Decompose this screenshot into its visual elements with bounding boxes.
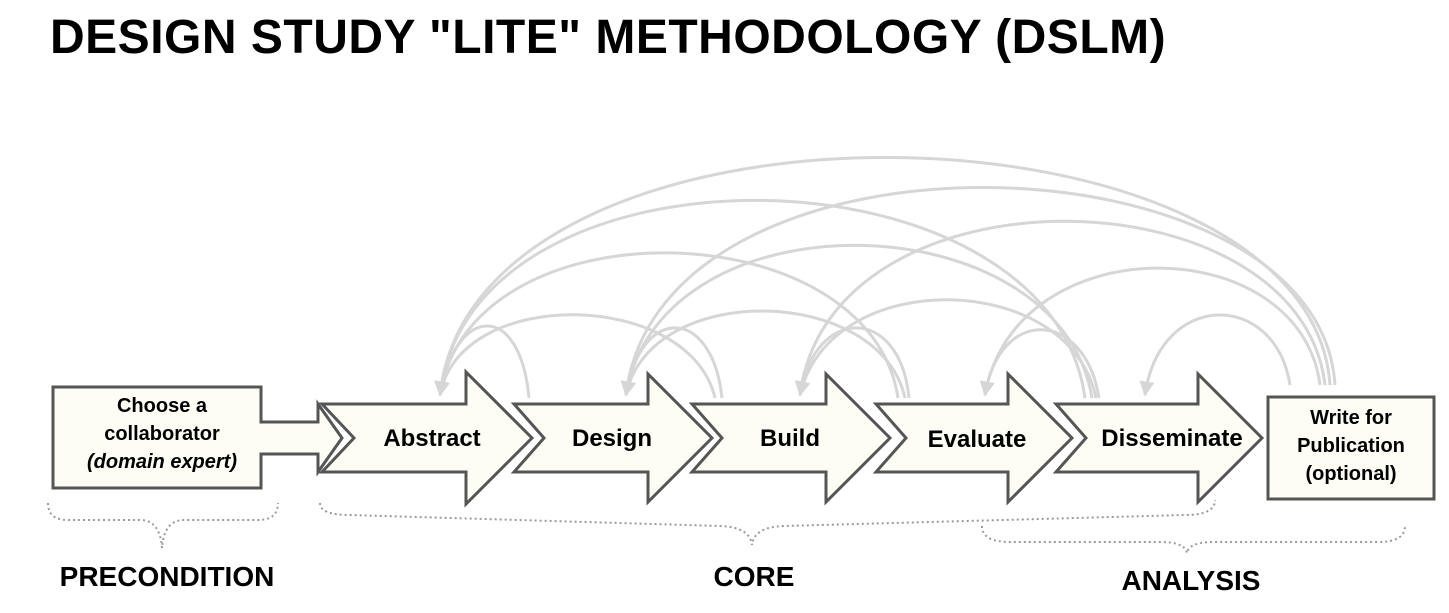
stage-disseminate-label: Disseminate (1101, 425, 1242, 452)
stage-abstract-label: Abstract (383, 425, 480, 452)
stage-design-label: Design (572, 425, 652, 452)
publication-line-2: Publication (1297, 435, 1405, 457)
feedback-arc-build-to-abstract (435, 313, 717, 399)
stage-build-shape (688, 370, 893, 506)
stage-design: Design (510, 370, 715, 506)
stage-abstract-shape (318, 368, 535, 508)
precondition-line-3: (domain expert) (87, 451, 237, 473)
precondition-arrow-shape (51, 385, 344, 490)
stage-build: Build (688, 370, 893, 506)
publication-node: Write for Publication (optional) (1266, 395, 1436, 501)
precondition-label: PRECONDITION (60, 561, 275, 592)
stage-build-label: Build (760, 425, 820, 452)
precondition-brace (47, 502, 279, 549)
precondition-line-2: collaborator (104, 423, 220, 445)
feedback-arc-disseminate-to-design (620, 243, 1094, 399)
stage-evaluate-shape (872, 370, 1075, 506)
core-label: CORE (714, 561, 795, 592)
stage-evaluate-label: Evaluate (928, 426, 1027, 453)
core-stages: Abstract Design Build Evaluate Dissemina… (318, 368, 1265, 508)
analysis-label: ANALYSIS (1121, 565, 1260, 596)
stage-disseminate-shape (1052, 370, 1265, 506)
feedback-arcs (434, 156, 1337, 399)
feedback-arc-publication-to-evaluate (979, 266, 1322, 397)
feedback-arc-disseminate-to-build (795, 298, 1098, 399)
stage-evaluate: Evaluate (872, 370, 1075, 506)
feedback-arc-evaluate-to-design (621, 309, 907, 399)
page-title: DESIGN STUDY "LITE" METHODOLOGY (DSLM) (50, 11, 1167, 64)
publication-line-1: Write for (1310, 407, 1392, 429)
stage-abstract: Abstract (318, 368, 535, 508)
analysis-brace (981, 525, 1406, 554)
group-braces (47, 499, 1406, 554)
feedback-arc-publication-to-build (798, 219, 1327, 396)
precondition-node: Choose a collaborator (domain expert) (51, 385, 344, 490)
group-labels: PRECONDITION CORE ANALYSIS (60, 561, 1261, 596)
precondition-line-1: Choose a (117, 395, 208, 417)
publication-box (1266, 395, 1436, 501)
stage-disseminate: Disseminate (1052, 370, 1265, 506)
core-brace (319, 499, 1216, 546)
feedback-arc-evaluate-to-build (794, 326, 911, 399)
publication-line-3: (optional) (1305, 463, 1396, 485)
feedback-arc-disseminate-to-abstract (434, 198, 1087, 399)
feedback-arc-publication-to-design (624, 186, 1337, 396)
feedback-arc-publication-to-disseminate (1139, 313, 1292, 397)
stage-design-shape (510, 370, 715, 506)
